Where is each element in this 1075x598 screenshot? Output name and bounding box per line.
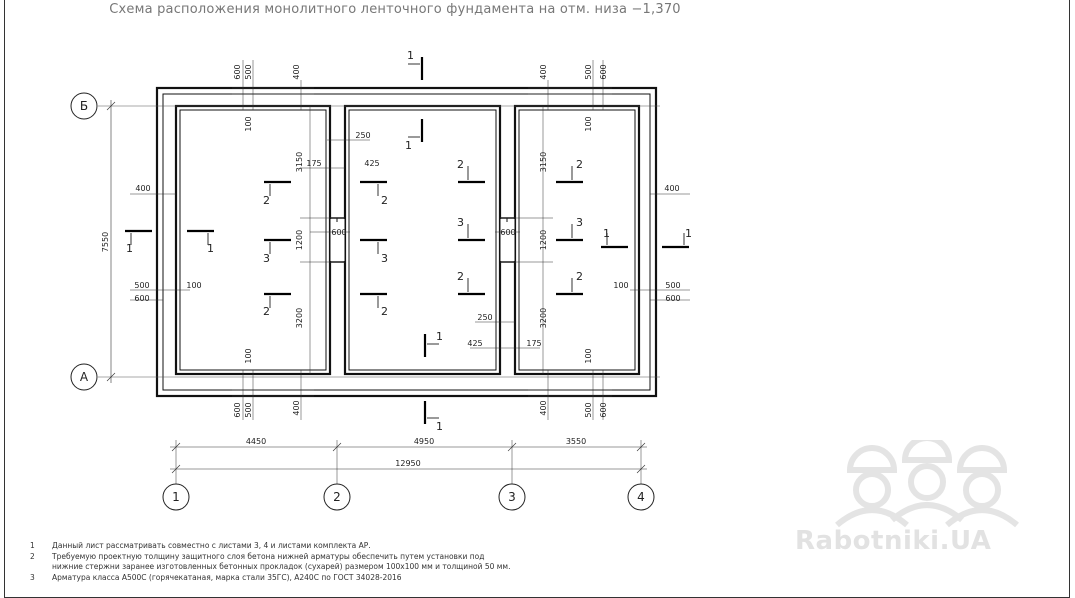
dimension-labels: 600 500 400 100 400 500 600 100 100 600 … [134,64,680,417]
svg-text:1: 1 [436,420,443,433]
workers-helmet-logo-icon [835,440,1019,528]
svg-text:425: 425 [467,339,482,348]
svg-text:1: 1 [407,49,414,62]
svg-text:600: 600 [599,64,608,79]
svg-text:3: 3 [457,216,464,229]
axis-label-A: А [80,370,89,384]
cell-1 [174,104,332,376]
svg-text:3150: 3150 [295,152,304,172]
svg-text:3: 3 [263,252,270,265]
svg-text:100: 100 [186,281,201,290]
svg-text:1: 1 [685,227,692,240]
general-notes: 1 Данный лист рассматривать совместно с … [30,541,590,583]
axis-label-3: 3 [508,490,516,504]
svg-text:2: 2 [263,305,270,318]
svg-text:600: 600 [331,228,346,237]
svg-text:600: 600 [500,228,515,237]
foundation-outline-outer [155,86,658,398]
svg-text:500: 500 [244,64,253,79]
svg-text:400: 400 [292,64,301,79]
svg-text:400: 400 [539,400,548,415]
dim-overall-length: 12950 [395,459,420,468]
svg-text:400: 400 [135,184,150,193]
axis-label-1: 1 [172,490,180,504]
axis-bubble-1 [162,483,190,511]
cell-1-inner [179,109,327,371]
axis-bubble-B [70,92,98,120]
note-2-continued: нижние стержни заранее изготовленных бет… [52,562,511,571]
dim-bay-1: 4450 [246,437,266,446]
svg-text:1200: 1200 [539,230,548,250]
note-2: 2 Требуемую проектную толщину защитного … [30,551,485,561]
svg-text:600: 600 [233,64,242,79]
svg-text:500: 500 [665,281,680,290]
svg-text:175: 175 [526,339,541,348]
svg-text:500: 500 [244,402,253,417]
svg-text:500: 500 [584,402,593,417]
axis-bubble-4 [627,483,655,511]
svg-text:1: 1 [436,330,443,343]
section-marks [125,57,689,424]
svg-text:100: 100 [584,348,593,363]
watermark-text: Rabotniki.UA [795,526,992,556]
cell-2-inner [348,109,497,371]
svg-text:2: 2 [381,194,388,207]
svg-text:100: 100 [584,116,593,131]
dim-bay-3: 3550 [566,437,586,446]
section-labels: 1 1 1 1 1 1 1 1 2 2 2 2 2 2 2 2 3 3 3 3 [126,49,692,433]
axis-bubbles: Б А 1 2 3 4 [70,92,655,511]
svg-text:3200: 3200 [295,308,304,328]
svg-text:250: 250 [477,313,492,322]
axis-bubble-3 [498,483,526,511]
svg-text:3150: 3150 [539,152,548,172]
svg-text:2: 2 [576,158,583,171]
svg-text:1: 1 [207,242,214,255]
axis-bubble-A [70,363,98,391]
svg-text:250: 250 [355,131,370,140]
svg-text:2: 2 [576,270,583,283]
svg-text:1: 1 [405,139,412,152]
svg-text:600: 600 [233,402,242,417]
svg-text:600: 600 [665,294,680,303]
svg-text:500: 500 [134,281,149,290]
svg-text:1200: 1200 [295,230,304,250]
svg-text:400: 400 [539,64,548,79]
dim-bay-2: 4950 [414,437,434,446]
note-1: 1 Данный лист рассматривать совместно с … [30,541,371,550]
axis-label-2: 2 [333,490,341,504]
svg-text:400: 400 [664,184,679,193]
axis-bubble-2 [323,483,351,511]
svg-text:425: 425 [364,159,379,168]
axis-label-4: 4 [637,490,645,504]
svg-text:2: 2 [457,158,464,171]
svg-text:2: 2 [263,194,270,207]
note-3: 3 Арматура класса А500С (горячекатаная, … [30,572,402,582]
foundation-outline-mid [162,93,651,391]
svg-text:500: 500 [584,64,593,79]
svg-text:2: 2 [457,270,464,283]
svg-text:600: 600 [599,402,608,417]
svg-text:2: 2 [381,305,388,318]
axis-label-B: Б [80,99,88,113]
svg-text:600: 600 [134,294,149,303]
drawing-title: Схема расположения монолитного ленточног… [109,2,681,17]
svg-text:1: 1 [126,242,133,255]
svg-text:3: 3 [576,216,583,229]
svg-text:100: 100 [244,116,253,131]
svg-text:100: 100 [244,348,253,363]
cell-3-inner [518,109,636,371]
svg-text:3: 3 [381,252,388,265]
svg-text:1: 1 [603,227,610,240]
dim-overall-width: 7550 [101,232,110,252]
svg-text:3200: 3200 [539,308,548,328]
svg-text:400: 400 [292,400,301,415]
svg-text:175: 175 [306,159,321,168]
svg-text:100: 100 [613,281,628,290]
